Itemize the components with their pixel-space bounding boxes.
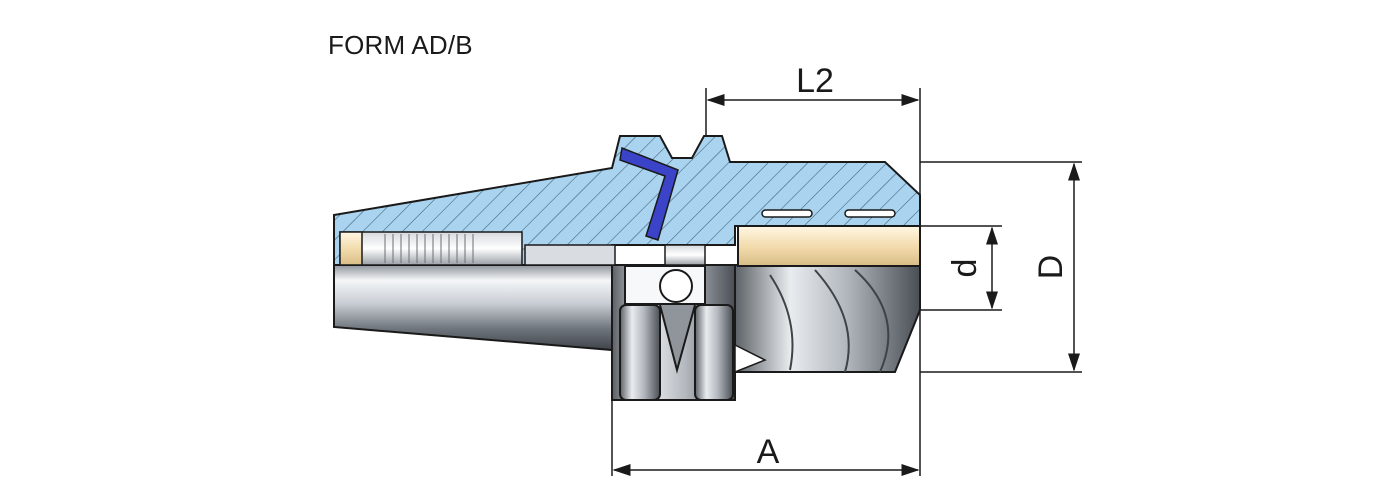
thread-teeth <box>384 234 474 263</box>
set-screw <box>664 244 706 266</box>
coolant-seal <box>619 146 679 241</box>
clamp-spiral-3 <box>854 269 890 373</box>
clamp-spiral-2 <box>814 269 850 373</box>
retention-ball <box>659 269 693 303</box>
clamp-spiral-1 <box>769 274 794 371</box>
diagram-title: FORM AD/B <box>328 30 473 60</box>
clamp-body <box>734 264 921 373</box>
taper-shank <box>333 264 613 352</box>
flange-ring-right <box>694 304 734 401</box>
tool-bore <box>737 225 921 267</box>
draw-thread <box>339 231 523 266</box>
inner-channel <box>524 244 616 266</box>
dimension-d-large-label: D <box>1032 255 1070 280</box>
dimension-a-label: A <box>757 433 780 471</box>
bore-end <box>339 231 363 266</box>
external-view <box>333 264 921 401</box>
coolant-slot-1 <box>761 209 813 218</box>
clamp-tooth <box>734 343 767 374</box>
dimensions <box>611 88 1082 476</box>
section-view <box>333 135 921 267</box>
coolant-slot-2 <box>844 209 896 218</box>
v-groove <box>659 304 696 374</box>
dimension-d-small-label: d <box>946 259 984 278</box>
dimension-labels: L2 A d D <box>757 62 1070 471</box>
flange-ring-left <box>619 304 661 401</box>
dimension-l2-label: L2 <box>796 62 834 100</box>
